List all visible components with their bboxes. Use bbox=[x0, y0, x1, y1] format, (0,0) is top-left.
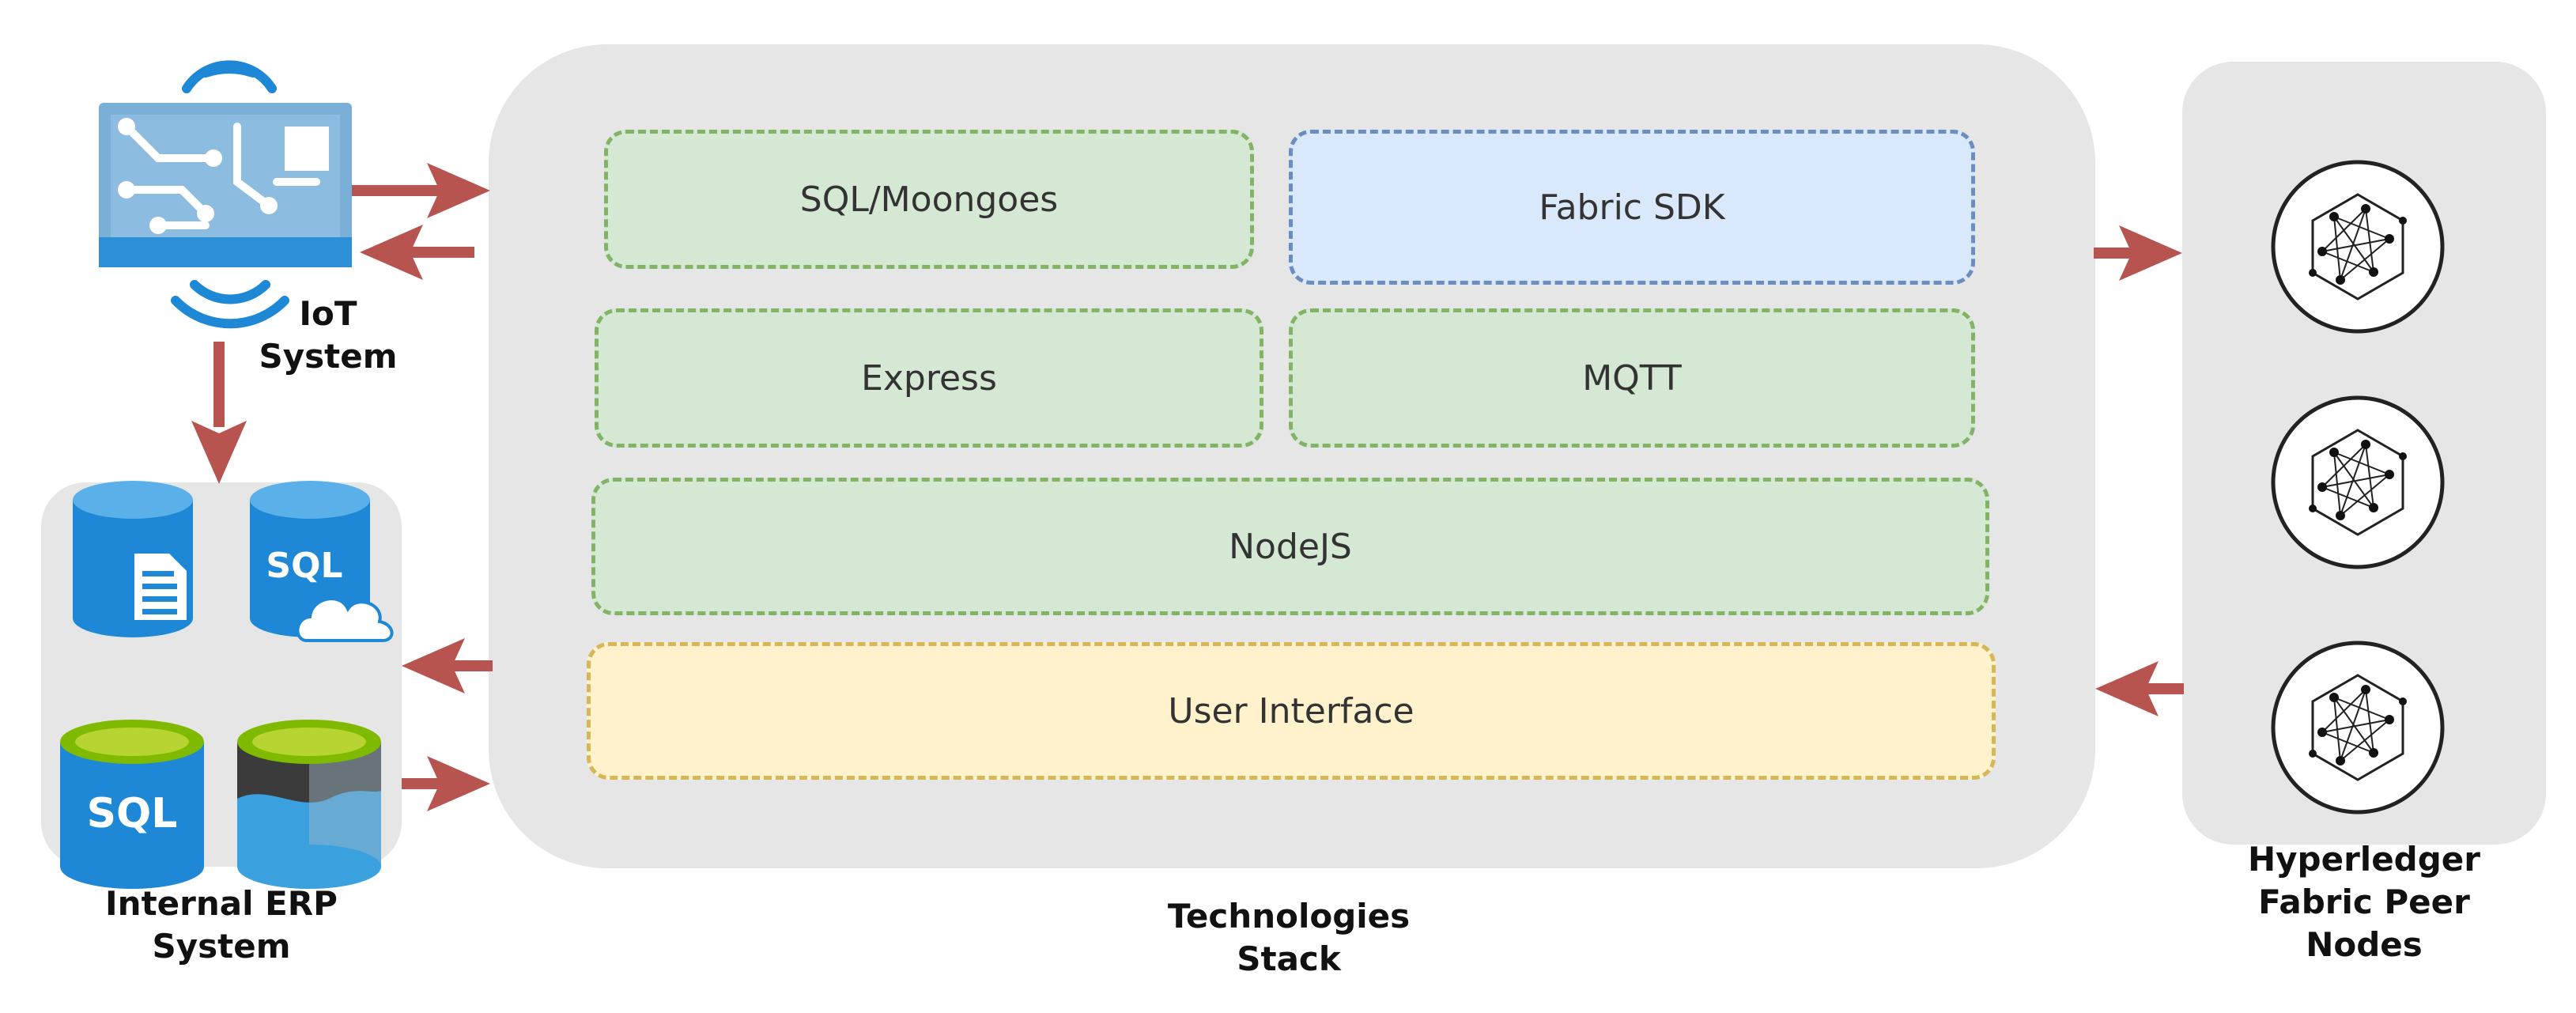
sql-large-label: SQL bbox=[87, 790, 178, 837]
erp-system-label: Internal ERP System bbox=[105, 884, 338, 966]
nodejs-box: NodeJS bbox=[591, 478, 1989, 615]
sql-moongoes-box: SQL/Moongoes bbox=[604, 130, 1254, 269]
arrow-stack-to-hyperledger bbox=[2094, 225, 2182, 281]
sql-cloud-label: SQL bbox=[266, 546, 342, 586]
arrow-stack-to-erp bbox=[402, 638, 493, 694]
iot-system-label: IoT System bbox=[259, 294, 398, 376]
arrow-iot-to-stack bbox=[352, 163, 490, 218]
arrow-iot-to-erp bbox=[191, 342, 247, 484]
hyperledger-node-icon bbox=[2273, 398, 2442, 567]
technologies-stack-label: Technologies Stack bbox=[1167, 897, 1411, 978]
user-interface-box: User Interface bbox=[587, 642, 1996, 780]
data-lake-icon bbox=[237, 720, 381, 889]
arrow-hyperledger-to-stack bbox=[2095, 661, 2184, 716]
fabric-sdk-box: Fabric SDK bbox=[1289, 130, 1975, 285]
sql-cloud-database-icon: SQL bbox=[250, 481, 394, 642]
hyperledger-node-icon bbox=[2273, 643, 2442, 812]
hyperledger-label: Hyperledger Fabric Peer Nodes bbox=[2248, 840, 2480, 964]
user-interface-label: User Interface bbox=[1168, 690, 1415, 731]
document-database-icon bbox=[73, 481, 193, 637]
iot-circuit-icon bbox=[99, 60, 352, 329]
nodejs-label: NodeJS bbox=[1229, 526, 1352, 567]
mqtt-box: MQTT bbox=[1289, 308, 1975, 448]
sql-moongoes-label: SQL/Moongoes bbox=[799, 179, 1059, 220]
mqtt-label: MQTT bbox=[1582, 357, 1682, 399]
hyperledger-node-icon bbox=[2273, 162, 2442, 331]
fabric-sdk-label: Fabric SDK bbox=[1539, 187, 1725, 228]
arrow-stack-to-iot bbox=[360, 225, 474, 280]
arrow-erp-to-stack bbox=[402, 756, 490, 811]
express-label: Express bbox=[861, 357, 997, 399]
express-box: Express bbox=[595, 308, 1263, 448]
sql-database-icon: SQL bbox=[60, 720, 204, 889]
